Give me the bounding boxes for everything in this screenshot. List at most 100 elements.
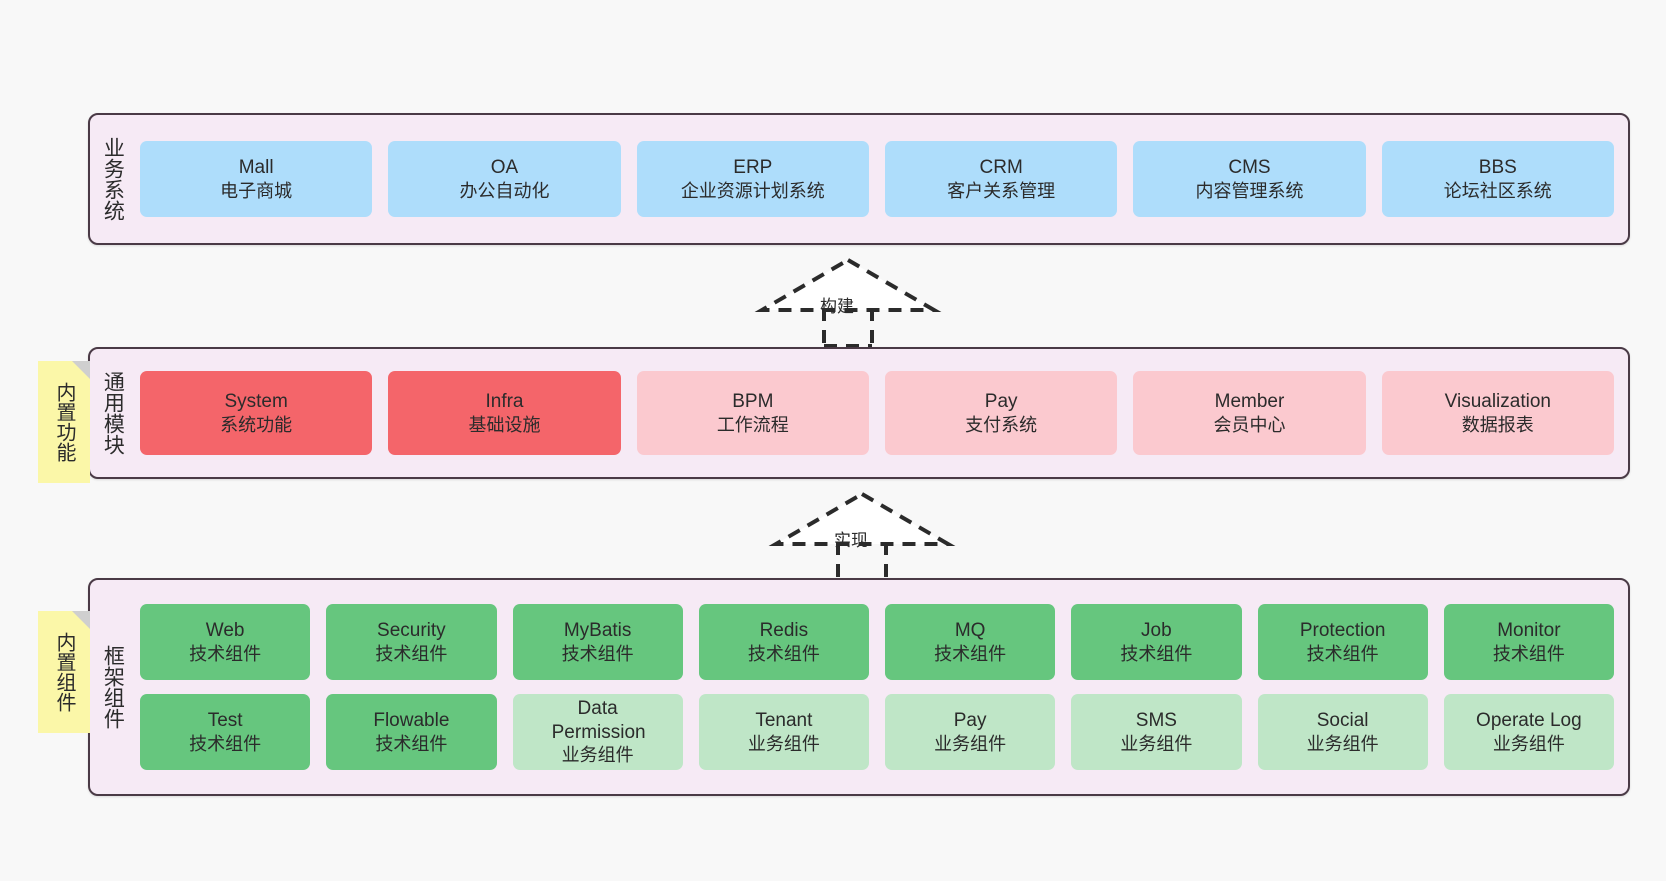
- card-title: ERP: [733, 157, 773, 179]
- card-subtitle: 工作流程: [716, 414, 789, 435]
- layer-common-modules: 通用模块 System 系统功能 Infra 基础设施 BPM 工作流程 Pay…: [88, 347, 1630, 479]
- card-subtitle: 业务组件: [747, 733, 820, 754]
- card-subtitle: 客户关系管理: [947, 180, 1056, 201]
- card-title: Visualization: [1444, 391, 1551, 413]
- card-job[interactable]: Job 技术组件: [1071, 604, 1242, 680]
- layer-body-framework-components: Web 技术组件 Security 技术组件 MyBatis 技术组件 Redi…: [134, 580, 1628, 794]
- card-title: Redis: [759, 620, 809, 642]
- card-subtitle: 技术组件: [1492, 643, 1565, 664]
- card-mq[interactable]: MQ 技术组件: [885, 604, 1056, 680]
- card-subtitle: 支付系统: [965, 414, 1038, 435]
- connector-label: 实现: [834, 531, 868, 550]
- card-security[interactable]: Security 技术组件: [326, 604, 497, 680]
- card-title: CMS: [1228, 157, 1271, 179]
- card-redis[interactable]: Redis 技术组件: [698, 604, 869, 680]
- card-title: Flowable: [373, 710, 450, 732]
- card-title: Infra: [485, 391, 524, 413]
- card-title: Social: [1316, 710, 1369, 732]
- card-bpm[interactable]: BPM 工作流程: [636, 371, 869, 455]
- card-flowable[interactable]: Flowable 技术组件: [326, 694, 497, 770]
- card-row: Mall 电子商城 OA 办公自动化 ERP 企业资源计划系统 CRM 客户关系…: [140, 141, 1614, 217]
- card-row: System 系统功能 Infra 基础设施 BPM 工作流程 Pay 支付系统…: [140, 371, 1614, 455]
- card-subtitle: 技术组件: [1306, 643, 1379, 664]
- card-bbs[interactable]: BBS 论坛社区系统: [1381, 141, 1614, 217]
- card-subtitle: 业务组件: [1492, 733, 1565, 754]
- card-title: Pay: [953, 710, 987, 732]
- card-title: Job: [1141, 620, 1172, 642]
- connector-build: 构建: [754, 256, 942, 348]
- card-title: System: [224, 391, 288, 413]
- card-test[interactable]: Test 技术组件: [140, 694, 311, 770]
- card-social[interactable]: Social 业务组件: [1257, 694, 1428, 770]
- card-subtitle: 技术组件: [1120, 643, 1193, 664]
- card-visualization[interactable]: Visualization 数据报表: [1381, 371, 1614, 455]
- card-tenant[interactable]: Tenant 业务组件: [698, 694, 869, 770]
- card-member[interactable]: Member 会员中心: [1133, 371, 1366, 455]
- connector-implement: 实现: [768, 490, 956, 582]
- folded-corner-icon: [72, 361, 90, 379]
- card-subtitle: 电子商城: [220, 180, 293, 201]
- card-crm[interactable]: CRM 客户关系管理: [884, 141, 1118, 217]
- card-mall[interactable]: Mall 电子商城: [140, 141, 373, 217]
- card-subtitle: 技术组件: [934, 643, 1007, 664]
- card-protection[interactable]: Protection 技术组件: [1257, 604, 1428, 680]
- card-row: Web 技术组件 Security 技术组件 MyBatis 技术组件 Redi…: [140, 604, 1614, 680]
- card-title: Mall: [238, 157, 274, 179]
- card-subtitle: 办公自动化: [459, 180, 550, 201]
- card-title: Data Permission: [551, 698, 646, 743]
- layer-framework-components: 框架组件 Web 技术组件 Security 技术组件 MyBatis 技术组件…: [88, 578, 1630, 796]
- card-sms[interactable]: SMS 业务组件: [1071, 694, 1242, 770]
- card-title: Protection: [1299, 620, 1386, 642]
- card-pay-component[interactable]: Pay 业务组件: [885, 694, 1056, 770]
- card-data-permission[interactable]: Data Permission 业务组件: [512, 694, 683, 770]
- card-subtitle: 技术组件: [375, 733, 448, 754]
- card-subtitle: 技术组件: [561, 643, 634, 664]
- card-subtitle: 技术组件: [189, 643, 262, 664]
- card-title: OA: [490, 157, 519, 179]
- card-infra[interactable]: Infra 基础设施: [388, 371, 621, 455]
- layer-title-common-modules: 通用模块: [101, 371, 125, 455]
- card-operate-log[interactable]: Operate Log 业务组件: [1443, 694, 1614, 770]
- card-subtitle: 技术组件: [189, 733, 262, 754]
- card-subtitle: 论坛社区系统: [1443, 180, 1552, 201]
- card-title: Security: [377, 620, 446, 642]
- card-erp[interactable]: ERP 企业资源计划系统: [636, 141, 869, 217]
- card-subtitle: 企业资源计划系统: [680, 180, 825, 201]
- connector-label: 构建: [820, 297, 854, 316]
- card-title: Member: [1214, 391, 1285, 413]
- card-system[interactable]: System 系统功能: [140, 371, 373, 455]
- card-title: BPM: [732, 391, 774, 413]
- sticky-note-builtin-features: 内置功能: [38, 361, 90, 483]
- card-title: BBS: [1478, 157, 1517, 179]
- card-oa[interactable]: OA 办公自动化: [388, 141, 621, 217]
- card-monitor[interactable]: Monitor 技术组件: [1443, 604, 1614, 680]
- card-subtitle: 业务组件: [934, 733, 1007, 754]
- card-row: Test 技术组件 Flowable 技术组件 Data Permission …: [140, 694, 1614, 770]
- card-subtitle: 基础设施: [468, 414, 541, 435]
- sticky-note-builtin-components: 内置组件: [38, 611, 90, 733]
- card-cms[interactable]: CMS 内容管理系统: [1133, 141, 1366, 217]
- card-title: Monitor: [1497, 620, 1561, 642]
- folded-corner-icon: [72, 611, 90, 629]
- card-title: MQ: [954, 620, 986, 642]
- generalization-arrow-icon: [768, 491, 956, 582]
- sticky-note-label: 内置功能: [53, 382, 75, 462]
- layer-body-common-modules: System 系统功能 Infra 基础设施 BPM 工作流程 Pay 支付系统…: [134, 349, 1628, 477]
- card-mybatis[interactable]: MyBatis 技术组件: [512, 604, 683, 680]
- sticky-note-label: 内置组件: [53, 632, 75, 712]
- layer-body-business-systems: Mall 电子商城 OA 办公自动化 ERP 企业资源计划系统 CRM 客户关系…: [134, 115, 1628, 243]
- card-subtitle: 内容管理系统: [1195, 180, 1304, 201]
- card-title: Tenant: [755, 710, 813, 732]
- card-subtitle: 技术组件: [747, 643, 820, 664]
- card-title: CRM: [979, 157, 1023, 179]
- card-title: Pay: [984, 391, 1018, 413]
- card-title: Test: [207, 710, 243, 732]
- card-subtitle: 系统功能: [220, 414, 293, 435]
- card-subtitle: 技术组件: [375, 643, 448, 664]
- card-title: Web: [205, 620, 245, 642]
- card-web[interactable]: Web 技术组件: [140, 604, 311, 680]
- card-title: SMS: [1135, 710, 1177, 732]
- card-subtitle: 数据报表: [1461, 414, 1534, 435]
- card-pay[interactable]: Pay 支付系统: [884, 371, 1118, 455]
